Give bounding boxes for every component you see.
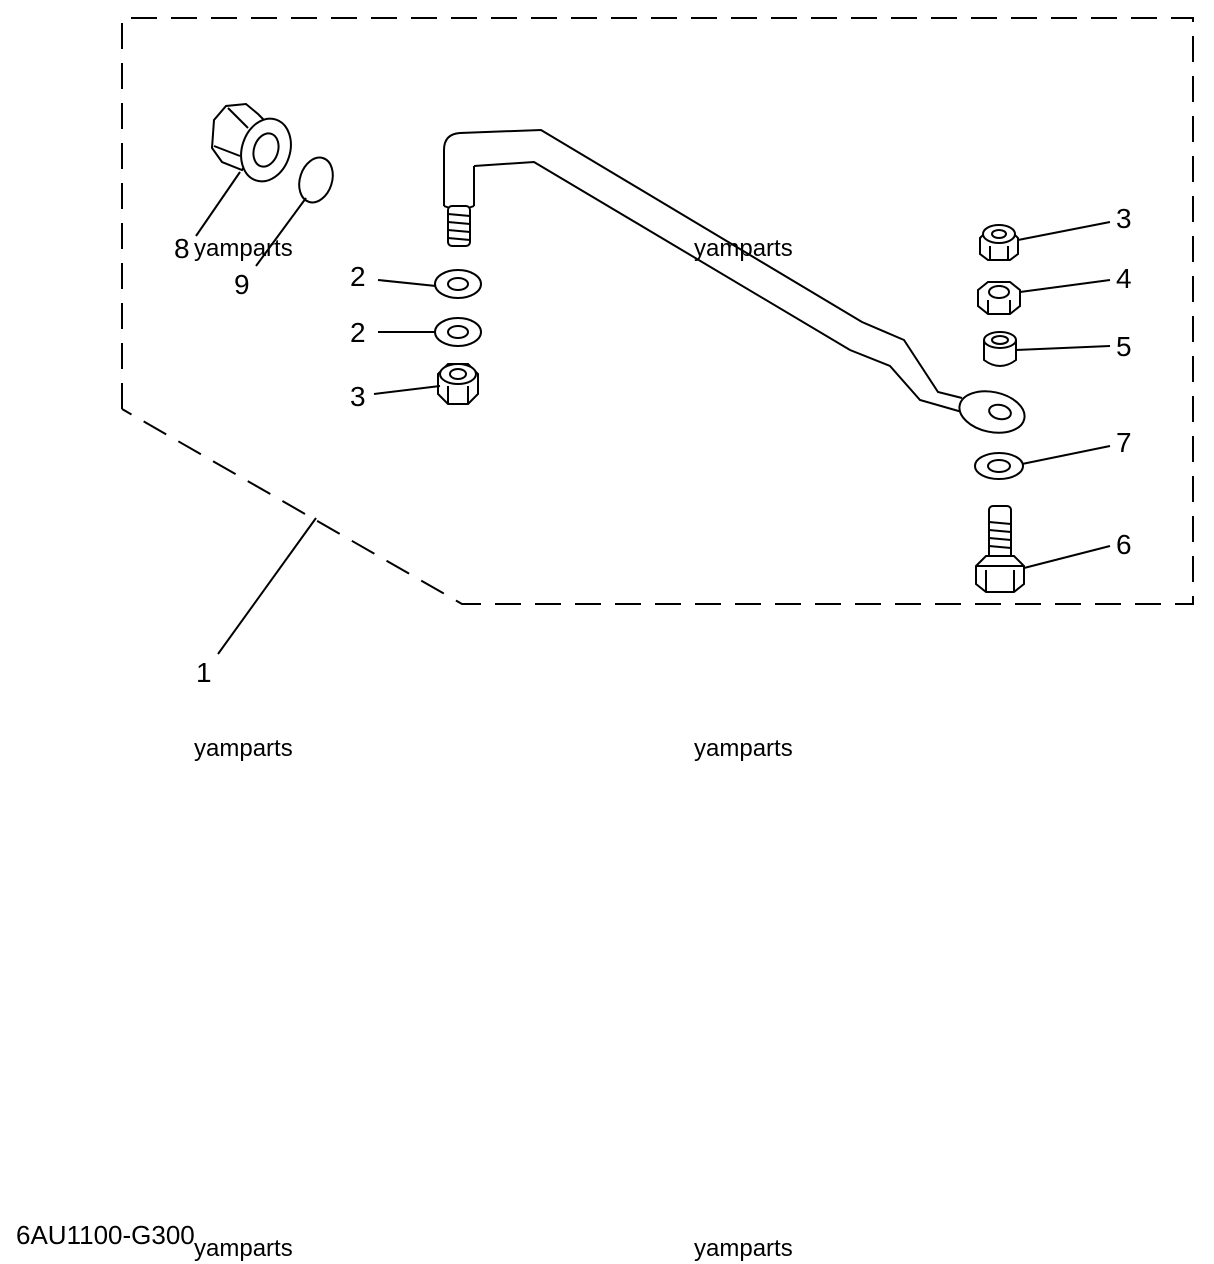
callout-1: 1 — [196, 657, 212, 688]
callout-2-lower: 2 — [350, 317, 366, 348]
drawing-code: 6AU1100-G300 — [16, 1220, 195, 1250]
watermark: yamparts — [194, 1235, 293, 1262]
part-6-bolt — [975, 505, 1025, 593]
watermark: yamparts — [694, 735, 793, 762]
callout-4: 4 — [1116, 263, 1132, 294]
watermark: yamparts — [194, 735, 293, 762]
part-5-collar — [983, 331, 1017, 367]
kit-boundary — [121, 17, 1194, 605]
callout-5: 5 — [1116, 331, 1132, 362]
part-8-grommet — [210, 102, 292, 183]
callout-8: 8 — [174, 233, 190, 264]
callout-7: 7 — [1116, 427, 1132, 458]
part-2-washer-lower — [434, 317, 482, 347]
callout-6: 6 — [1116, 529, 1132, 560]
leader-lines — [195, 171, 1111, 655]
watermark: yamparts — [194, 235, 293, 262]
callout-9: 9 — [234, 269, 250, 300]
part-7-washer — [974, 452, 1024, 480]
callout-3-left: 3 — [350, 381, 366, 412]
callout-3-right: 3 — [1116, 203, 1132, 234]
part-3-nut-left — [437, 363, 479, 405]
part-4-nut — [977, 281, 1021, 315]
callout-2-upper: 2 — [350, 261, 366, 292]
steering-link-rod — [443, 128, 1026, 434]
part-2-washer-upper — [434, 269, 482, 299]
rod-threaded-end — [447, 205, 471, 247]
part-3-nut-right — [979, 224, 1019, 261]
watermark: yamparts — [694, 235, 793, 262]
watermark: yamparts — [694, 1235, 793, 1262]
part-9-o-ring — [298, 156, 334, 204]
